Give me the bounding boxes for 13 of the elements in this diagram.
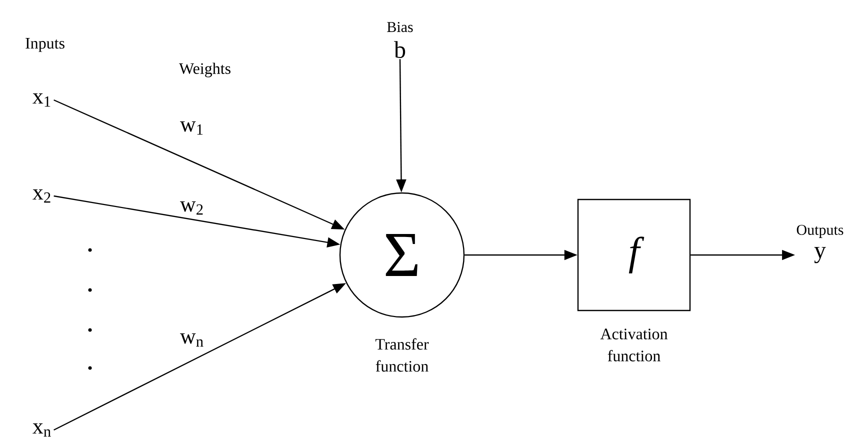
weight-label: w$_{2}$	[180, 201, 203, 215]
weight-label: w$_{n}$	[180, 333, 204, 347]
function-box: f	[577, 198, 691, 312]
input-label: x$_{n}$	[32, 423, 51, 437]
variable-label: Bias b	[387, 22, 413, 58]
input-label: x$_{1}$	[32, 93, 50, 107]
heading-label: Weights	[179, 62, 230, 78]
input-label: x$_{2}$	[32, 189, 50, 203]
variable-label: Outputs y	[796, 224, 844, 264]
weight-label: w$_{1}$	[180, 121, 203, 135]
node-label: Activation function	[600, 328, 668, 362]
heading-label: Inputs	[26, 38, 64, 52]
node-label: Transfer function	[375, 338, 429, 372]
